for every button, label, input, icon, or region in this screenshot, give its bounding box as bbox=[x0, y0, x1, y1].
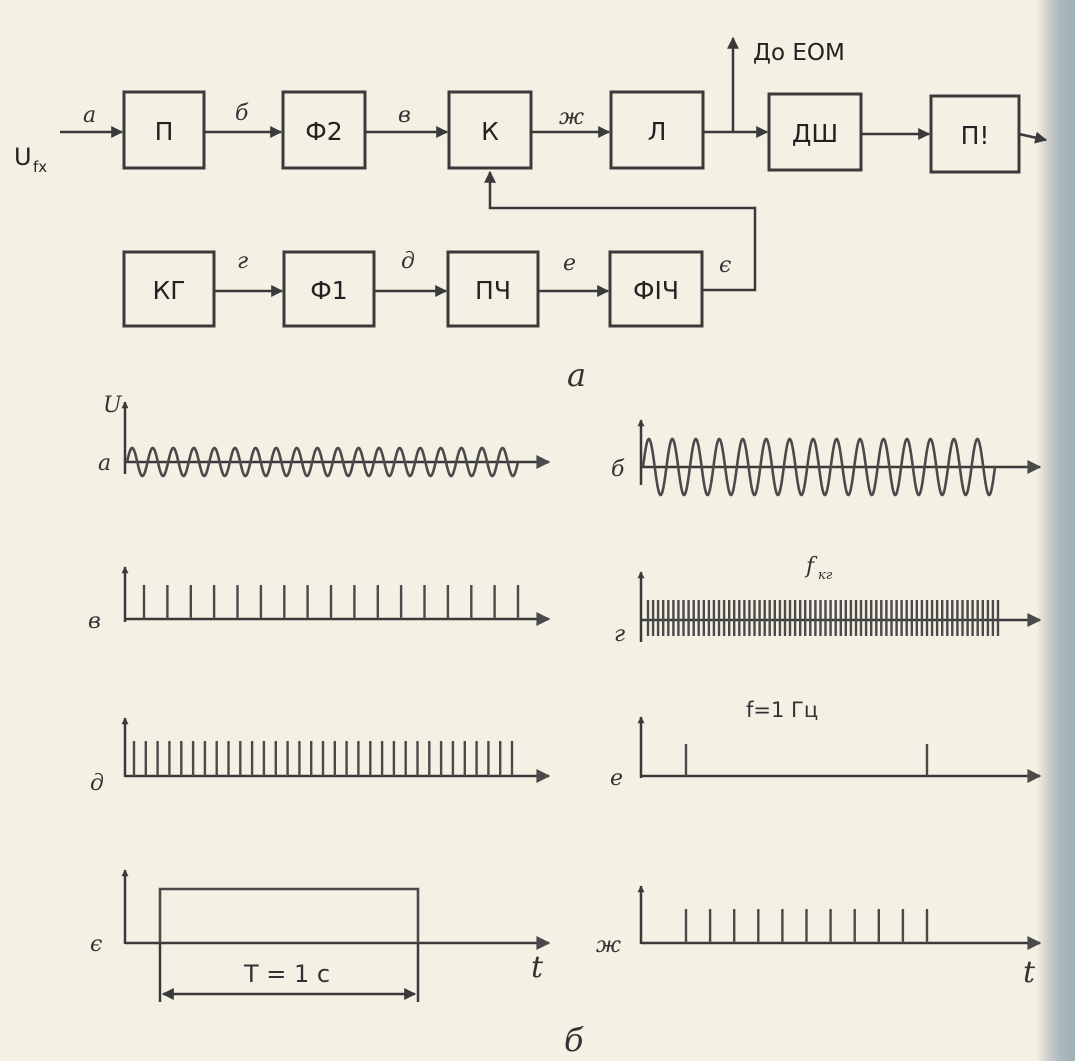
graph-ye-t-label: t bbox=[531, 950, 544, 985]
graph-g-f-label: f bbox=[804, 554, 818, 579]
graph-zh: ж t bbox=[596, 885, 1042, 990]
scan-page-edge bbox=[1036, 0, 1075, 1061]
signal-label-ye: є bbox=[719, 253, 731, 278]
graph-e-frequency-label: f=1 Гц bbox=[746, 698, 818, 722]
block-f1 bbox=[282, 250, 376, 328]
signal-label-e: е bbox=[563, 251, 576, 276]
timing-diagrams: U а б в г f кг bbox=[88, 393, 1042, 1059]
wire-feedback-ye bbox=[484, 170, 757, 292]
graph-e-label: е bbox=[610, 766, 623, 791]
block-dsh-label: ДШ bbox=[792, 119, 838, 148]
block-l-label: Л bbox=[648, 117, 667, 146]
graph-b-label: б bbox=[611, 457, 625, 482]
wire-output bbox=[1018, 131, 1048, 144]
input-label: U bbox=[14, 143, 32, 171]
block-f1-label: Ф1 bbox=[310, 276, 347, 305]
graph-g-f-subscript: кг bbox=[818, 568, 833, 583]
graph-g: г f кг bbox=[614, 554, 1042, 647]
graph-d-label: д bbox=[90, 771, 104, 796]
graph-zh-label: ж bbox=[596, 933, 621, 958]
output-label: До ЕОМ bbox=[753, 40, 845, 66]
graph-g-pulses bbox=[646, 600, 1000, 636]
block-dsh bbox=[767, 92, 863, 172]
graph-d: д bbox=[90, 717, 551, 796]
graph-a: U а bbox=[98, 393, 551, 478]
block-f2-label: Ф2 bbox=[305, 117, 342, 146]
graph-a-label: а bbox=[98, 451, 111, 476]
graph-v: в bbox=[88, 566, 551, 634]
block-kg bbox=[122, 250, 216, 328]
graph-zh-t-label: t bbox=[1023, 955, 1036, 990]
graph-v-pulses bbox=[142, 585, 520, 619]
graph-e: е f=1 Гц bbox=[610, 698, 1042, 791]
graph-b-sine-wave bbox=[641, 437, 997, 497]
graph-b: б bbox=[611, 419, 1042, 497]
block-l bbox=[609, 90, 705, 170]
block-p-label: П bbox=[155, 117, 174, 146]
block-p bbox=[122, 90, 206, 170]
graph-a-u-label: U bbox=[103, 393, 123, 418]
block-k-label: К bbox=[481, 117, 499, 146]
signal-label-a: а bbox=[83, 103, 96, 128]
graph-zh-pulses bbox=[684, 909, 929, 943]
graph-ye-label: є bbox=[90, 932, 102, 957]
block-pch-label: ПЧ bbox=[475, 276, 511, 305]
caption-part-a: а bbox=[567, 356, 586, 394]
block-fich-label: ФІЧ bbox=[633, 276, 679, 305]
signal-label-v: в bbox=[398, 103, 411, 128]
graph-ye: є T = 1 с t bbox=[90, 869, 551, 1002]
signal-label-d: д bbox=[401, 249, 415, 274]
block-k bbox=[447, 90, 533, 170]
graph-g-label: г bbox=[614, 622, 625, 647]
caption-part-b: б bbox=[564, 1021, 584, 1059]
block-diagram: U fx а П б Ф2 в К ж Л До ЕОМ ДШ П! КГ bbox=[14, 36, 1048, 394]
block-pi-label: П! bbox=[961, 121, 990, 150]
graph-ye-gate-pulse bbox=[158, 887, 420, 943]
signal-label-b: б bbox=[235, 101, 249, 126]
graph-v-label: в bbox=[88, 609, 101, 634]
graph-ye-period-label: T = 1 с bbox=[243, 960, 330, 988]
graph-d-pulses bbox=[132, 741, 514, 776]
block-pch bbox=[446, 250, 540, 328]
graph-a-sine-wave bbox=[125, 446, 520, 478]
block-kg-label: КГ bbox=[153, 276, 186, 305]
signal-label-g: г bbox=[237, 249, 248, 274]
block-f2 bbox=[281, 90, 367, 170]
signal-label-zh: ж bbox=[559, 105, 584, 130]
input-subscript: fx bbox=[33, 158, 47, 176]
